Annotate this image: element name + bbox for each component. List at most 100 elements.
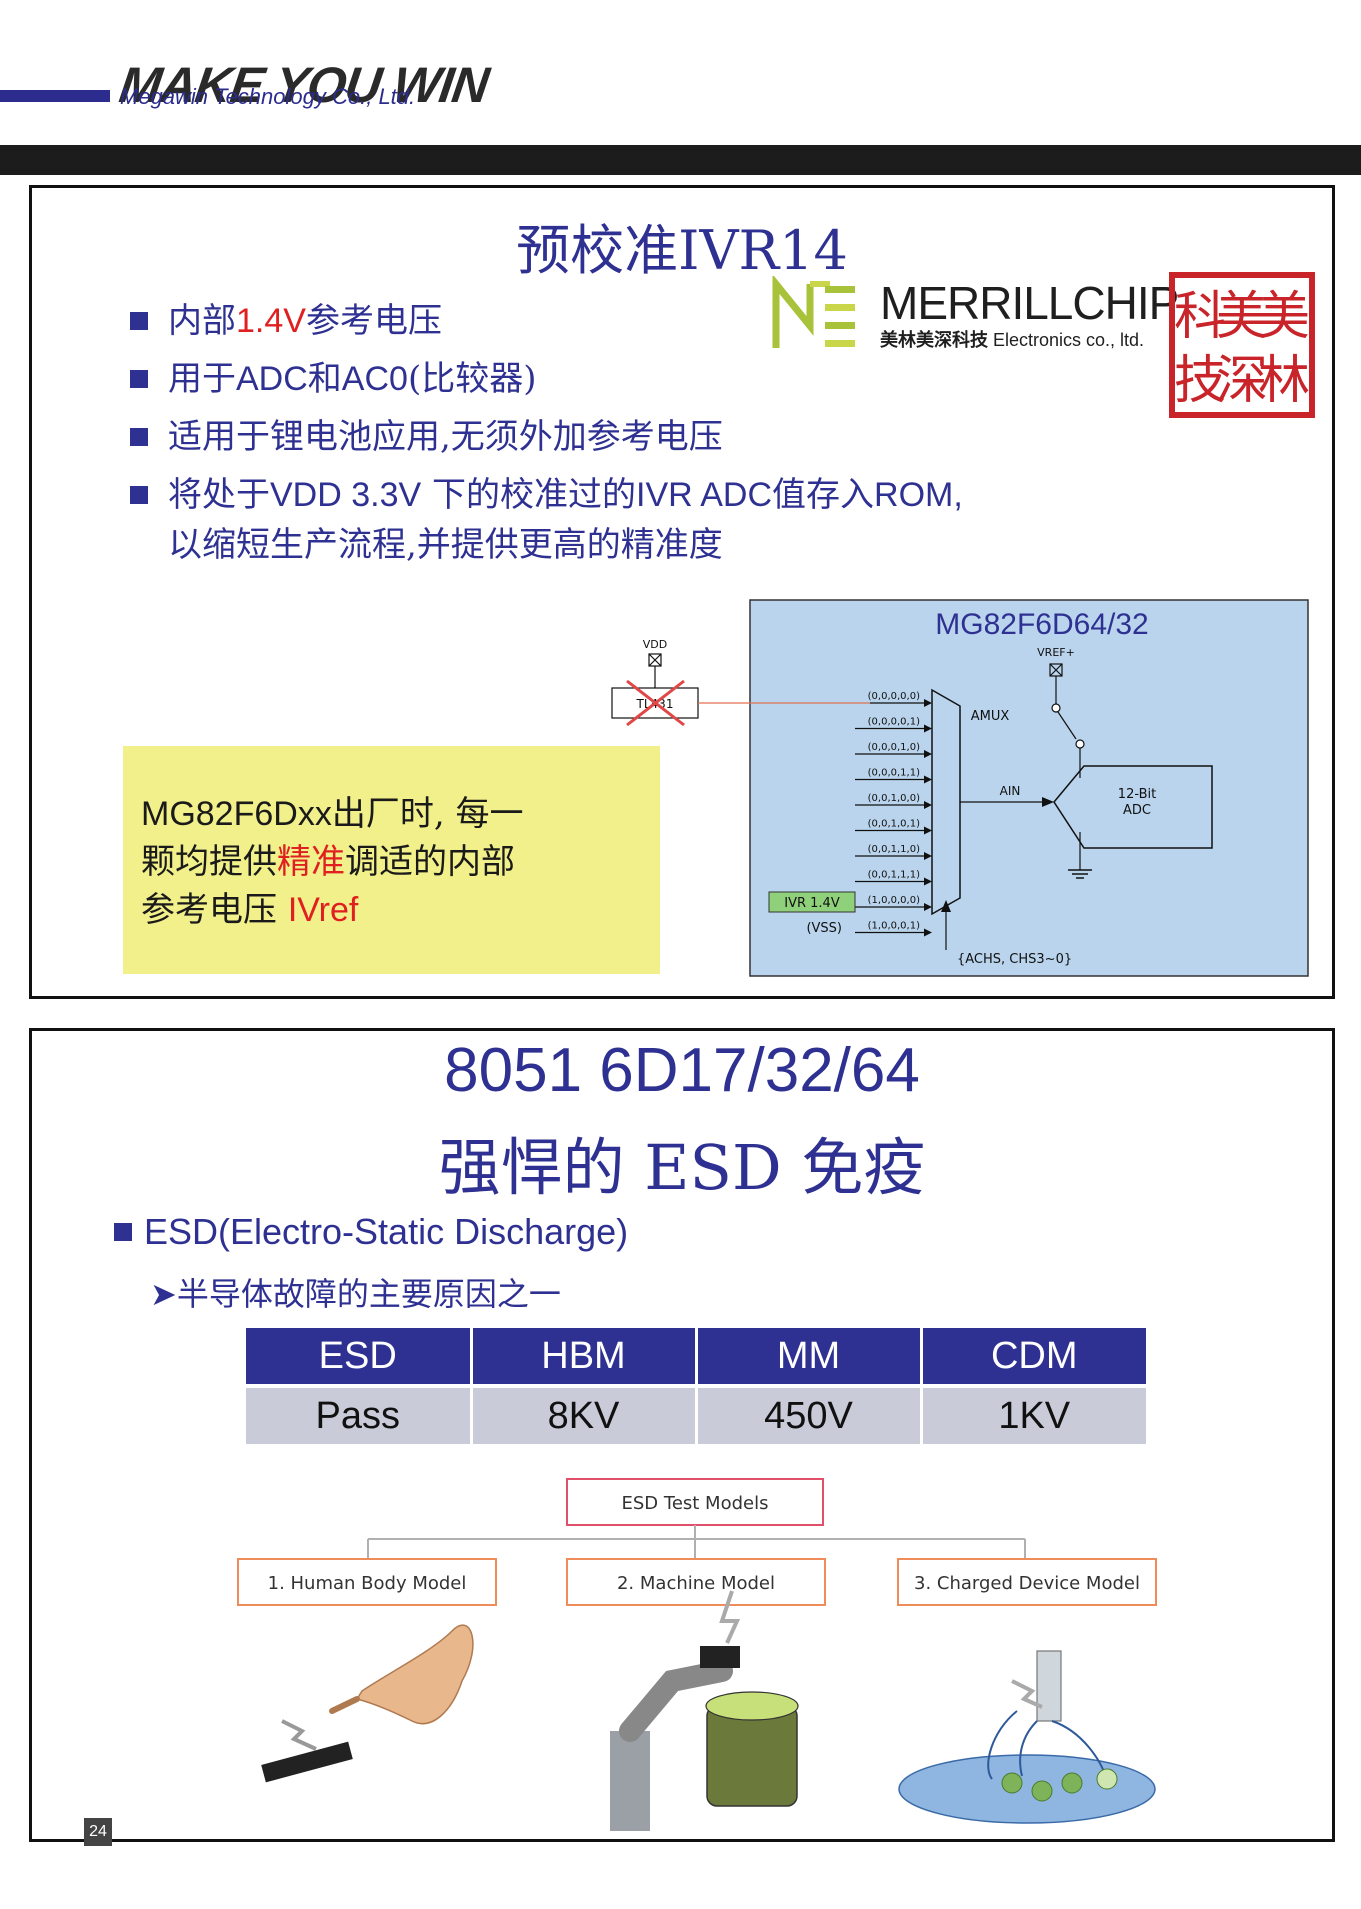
esd-subbullet: ➤半导体故障的主要原因之一 bbox=[150, 1275, 561, 1313]
vss-label: (VSS) bbox=[806, 921, 842, 936]
arrow-icon bbox=[924, 699, 932, 707]
adc-label-1: 12-Bit bbox=[1118, 787, 1156, 802]
adc-label-2: ADC bbox=[1123, 803, 1151, 818]
mux-code-label: (0,0,0,0,1) bbox=[868, 717, 920, 728]
achs-label: {ACHS, CHS3~0} bbox=[957, 952, 1072, 967]
arrow-icon bbox=[924, 724, 932, 733]
bullet-text: 下的校准过的 bbox=[421, 475, 636, 515]
esd-table: ESD HBM MM CDM Pass 8KV 450V 1KV bbox=[246, 1328, 1146, 1444]
mux-code-label: (0,0,0,1,1) bbox=[868, 768, 920, 779]
bullet-text: ROM, bbox=[874, 476, 963, 514]
vref-label: VREF+ bbox=[1037, 646, 1075, 659]
bullet-highlight: 1.4V bbox=[236, 302, 306, 340]
arrow-icon bbox=[924, 928, 932, 937]
bullet-item: 用于ADC和AC0(比较器) bbox=[130, 354, 1130, 404]
seal-char: 科 bbox=[1174, 287, 1226, 347]
bullet-text: (比较器) bbox=[407, 359, 537, 399]
esd-bullet: ESD(Electro-Static Discharge) bbox=[114, 1211, 628, 1253]
arrow-icon bbox=[924, 775, 932, 784]
mux-code-label: (0,0,0,1,0) bbox=[868, 742, 920, 753]
table-cell: 8KV bbox=[471, 1386, 698, 1444]
bullet-text: IVR ADC bbox=[636, 476, 773, 514]
seal-char: 林 bbox=[1258, 351, 1310, 411]
bullet-item: 适用于锂电池应用,无须外加参考电压 bbox=[130, 412, 1130, 462]
arrow-icon bbox=[924, 852, 932, 860]
chip-title: MG82F6D64/32 bbox=[935, 608, 1148, 641]
seal-char: 美 bbox=[1216, 287, 1268, 347]
models-title-box bbox=[566, 1478, 824, 1526]
logo-name: MERRILLCHIP bbox=[880, 277, 1179, 329]
charged-device-illustration bbox=[898, 1650, 1156, 1824]
bullet-text: 参考电压 bbox=[305, 301, 442, 341]
table-header-row: ESD HBM MM CDM bbox=[246, 1328, 1146, 1388]
arrow-icon bbox=[924, 826, 932, 835]
arrow-icon bbox=[924, 801, 932, 809]
model-box bbox=[897, 1558, 1157, 1606]
slide-esd: 8051 6D17/32/64 强悍的 ESD 免疫 ESD(Electro-S… bbox=[29, 1028, 1335, 1846]
table-cell: 1KV bbox=[921, 1386, 1146, 1444]
arrow-icon bbox=[924, 877, 932, 886]
ivr-box bbox=[768, 891, 856, 913]
arrow-icon bbox=[924, 903, 932, 911]
table-header-cell: CDM bbox=[921, 1328, 1146, 1388]
table-header-cell: ESD bbox=[246, 1328, 473, 1388]
company-name: Megawin Technology Co., Ltd. bbox=[120, 84, 416, 109]
seal-char: 美 bbox=[1258, 287, 1310, 347]
mux-code-label: (0,0,1,0,1) bbox=[868, 819, 920, 830]
table-header-cell: HBM bbox=[471, 1328, 698, 1388]
bullet-text: 以缩短生产流程,并提供更高的精准度 bbox=[168, 525, 723, 565]
header-accent-bar bbox=[0, 90, 110, 102]
table-row: Pass 8KV 450V 1KV bbox=[246, 1386, 1146, 1444]
bullet-text: AC0 bbox=[341, 360, 408, 398]
bullet-text: ADC bbox=[236, 360, 308, 398]
arrow-icon bbox=[924, 750, 932, 758]
mux-code-label: (1,0,0,0,1) bbox=[868, 921, 920, 932]
logo-subtitle: 美林美深科技 Electronics co., ltd. bbox=[880, 330, 1145, 350]
cross-icon bbox=[626, 679, 685, 727]
esd-models-diagram: ESD Test Models 1. Human Body Model 2. M… bbox=[237, 1478, 1157, 1831]
ain-label: AIN bbox=[1000, 784, 1021, 798]
header-band bbox=[0, 145, 1361, 175]
merrillchip-logo: MERRILLCHIP 美林美深科技 Electronics co., ltd. bbox=[770, 274, 1179, 356]
mux-inputs: (0,0,0,0,0) (0,0,0,0,1) (0,0,0,1,0) (0,0,0,… bbox=[855, 691, 932, 937]
chip-box bbox=[749, 599, 1309, 977]
bullet-text: 内部 bbox=[168, 301, 236, 341]
table-cell: Pass bbox=[246, 1386, 473, 1444]
bullet-list: 内部1.4V参考电压 用于ADC和AC0(比较器) 适用于锂电池应用,无须外加参… bbox=[130, 296, 1130, 578]
model-label: 3. Charged Device Model bbox=[914, 1573, 1140, 1594]
mux-code-label: (1,0,0,0,0) bbox=[868, 895, 920, 906]
callout-text: MG82F6Dxx出厂时, 每一 颗均提供精准调适的内部 参考电压 IVref bbox=[141, 794, 524, 930]
mux-code-label: (0,0,1,1,1) bbox=[868, 870, 920, 881]
seal-char: 技 bbox=[1174, 351, 1226, 411]
bullet-text: 适用于锂电池应用,无须外加参考电压 bbox=[168, 417, 723, 457]
bullet-text: 值存入 bbox=[772, 475, 875, 515]
merrillchip-logo-icon bbox=[772, 274, 855, 348]
mux-code-label: (0,0,0,0,0) bbox=[868, 691, 920, 702]
bullet-text: 用于 bbox=[168, 359, 236, 399]
ivr-label: IVR 1.4V bbox=[784, 896, 840, 911]
seal-char: 深 bbox=[1216, 351, 1268, 411]
adc-block bbox=[1053, 765, 1213, 849]
model-label: 2. Machine Model bbox=[617, 1573, 775, 1594]
model-label: 1. Human Body Model bbox=[268, 1573, 467, 1594]
bullet-text: 和 bbox=[307, 359, 342, 399]
models-title: ESD Test Models bbox=[622, 1493, 769, 1514]
mux-code-label: (0,0,1,1,0) bbox=[868, 844, 920, 855]
vdd-label: VDD bbox=[643, 638, 667, 651]
bullet-text: VDD 3.3V bbox=[270, 476, 422, 514]
slide-title: 8051 6D17/32/64 bbox=[444, 1036, 920, 1105]
amux-label: AMUX bbox=[971, 709, 1010, 724]
slide-title: 预校准IVR14 bbox=[516, 219, 848, 282]
switch-icon bbox=[1057, 711, 1077, 740]
bullet-item: 内部1.4V参考电压 bbox=[130, 296, 1130, 346]
company-seal: 美 美 科 林 深 技 bbox=[1169, 272, 1315, 418]
bullet-text: 将处于 bbox=[168, 475, 270, 515]
bullet-item: 将处于VDD 3.3V 下的校准过的IVR ADC值存入ROM, 以缩短生产流程… bbox=[130, 470, 1130, 570]
model-box bbox=[237, 1558, 497, 1606]
table-header-cell: MM bbox=[696, 1328, 923, 1388]
page-number: 24 bbox=[84, 1818, 112, 1846]
table-cell: 450V bbox=[696, 1386, 923, 1444]
mux-code-label: (0,0,1,0,0) bbox=[868, 793, 920, 804]
slide-subtitle: 强悍的 ESD 免疫 bbox=[438, 1131, 926, 1204]
human-body-illustration bbox=[261, 1624, 474, 1783]
